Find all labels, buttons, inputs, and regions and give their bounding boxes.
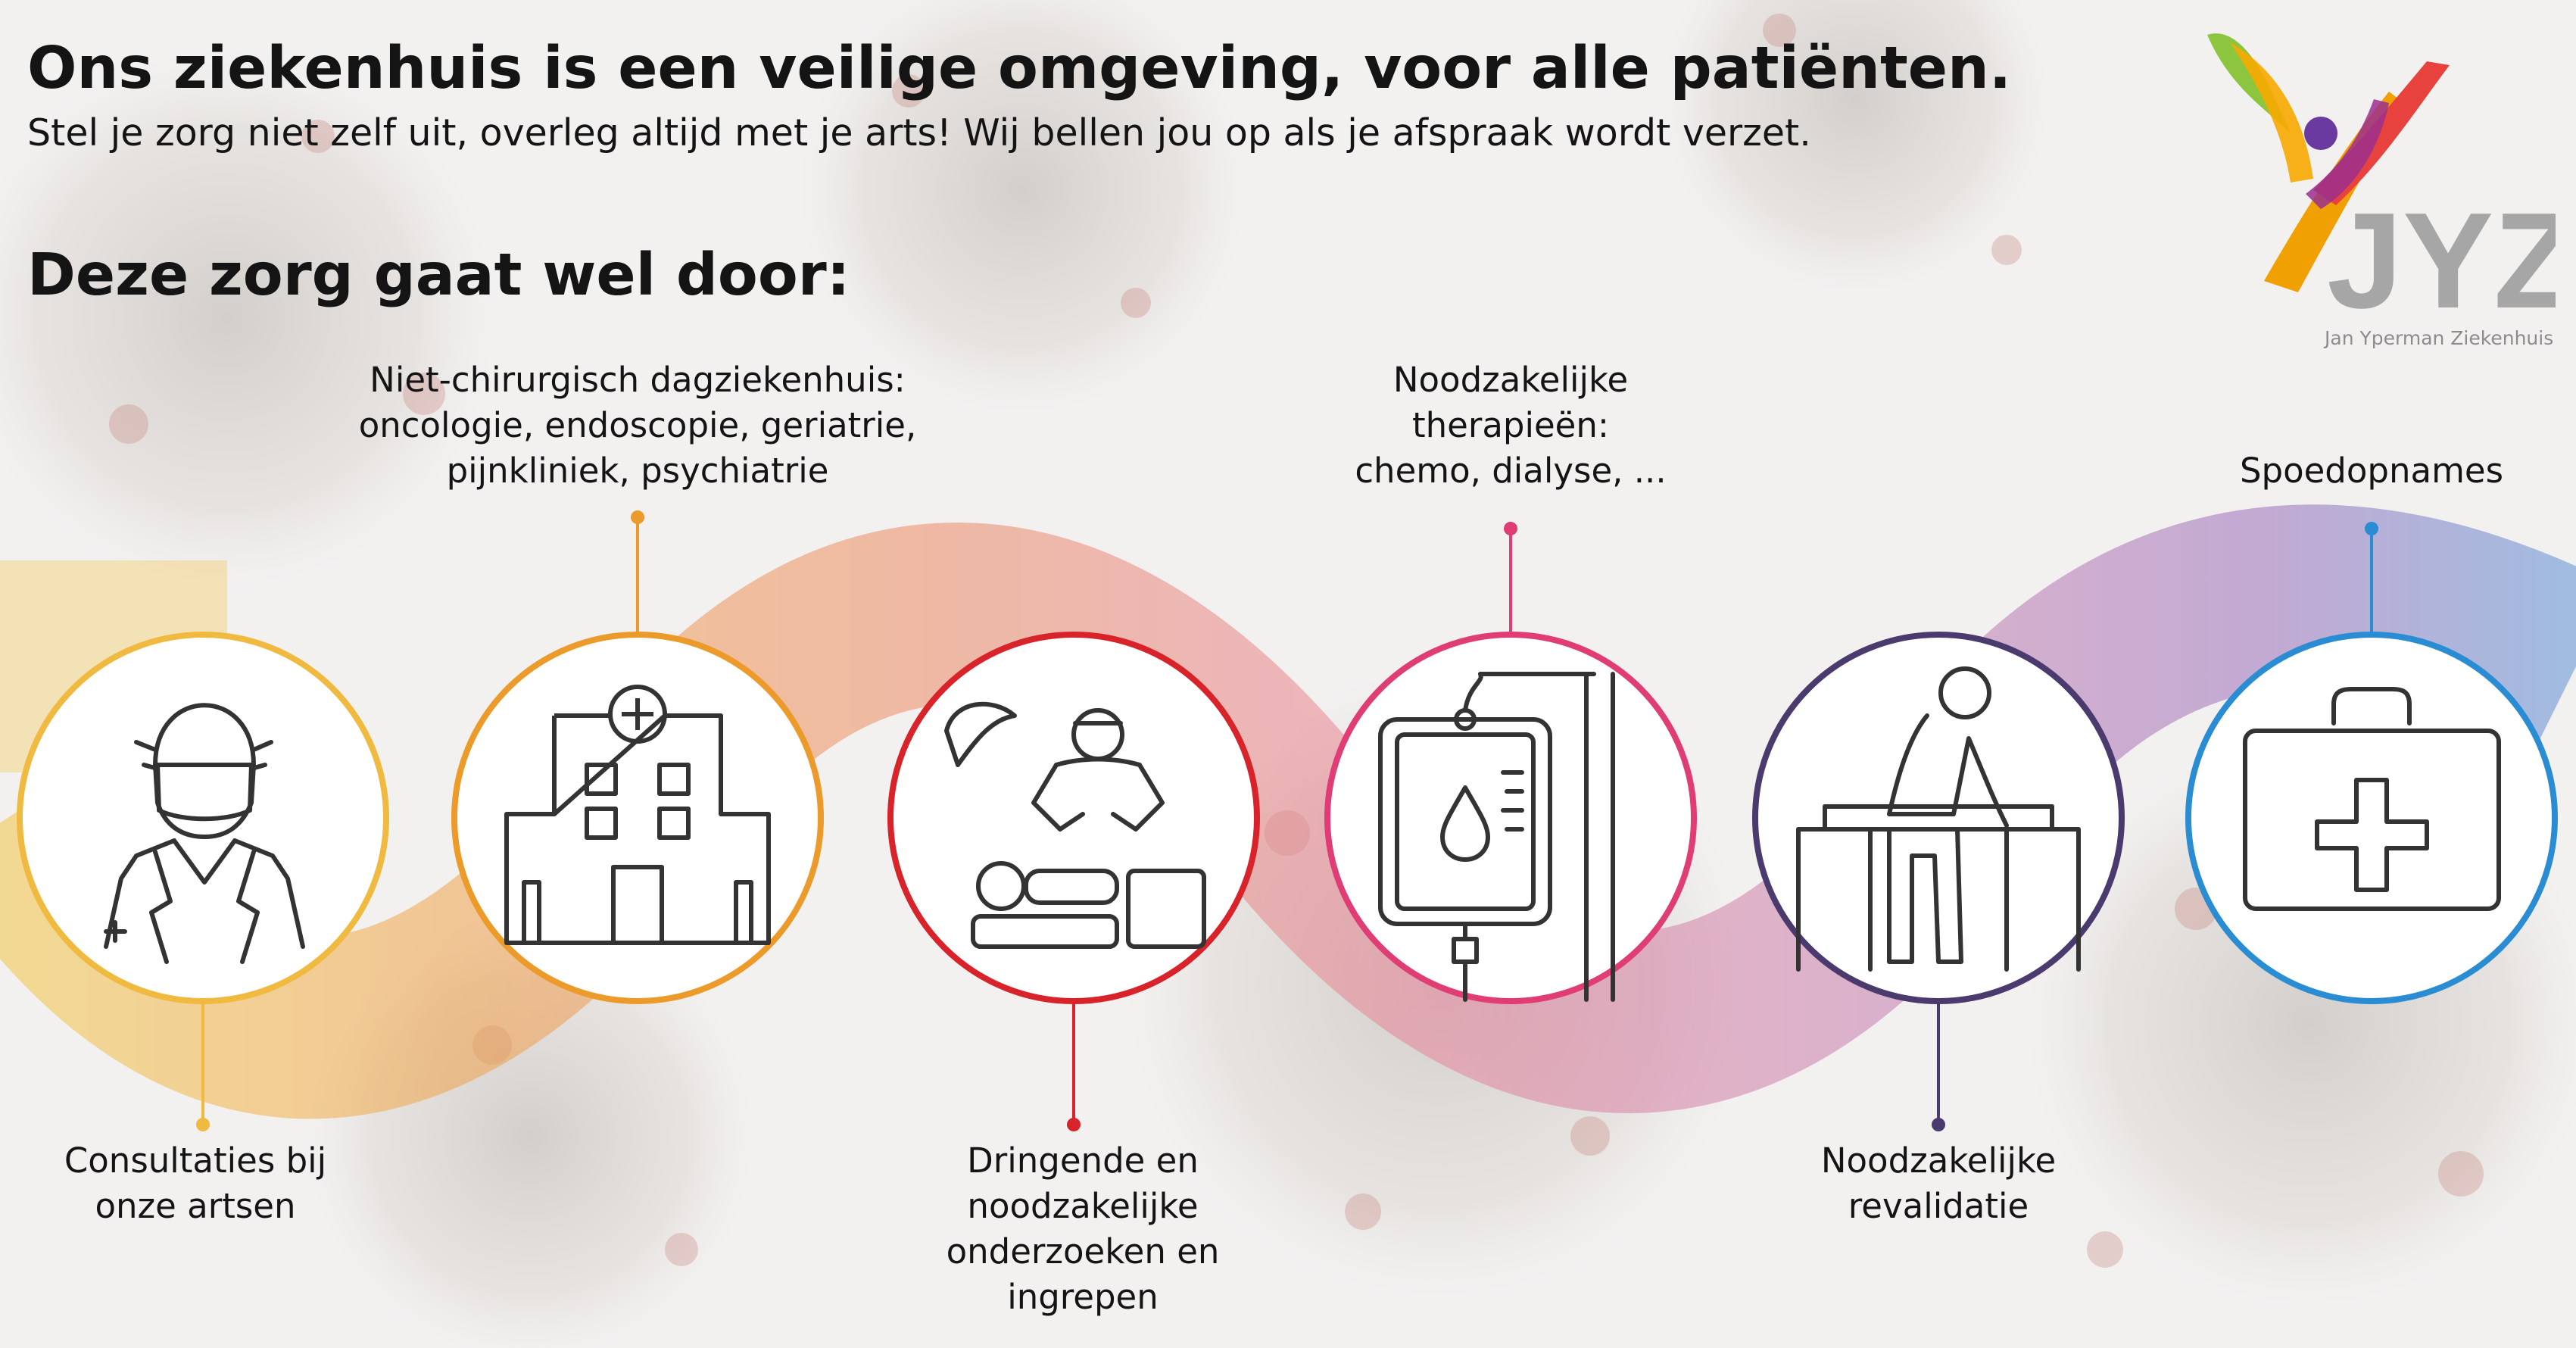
wave-ribbon [0, 504, 2576, 1119]
care-item-label: Niet-chirurgisch dagziekenhuis: oncologi… [358, 360, 917, 491]
masked-doctor-icon [104, 703, 305, 964]
section-heading: Deze zorg gaat wel door: [27, 242, 850, 309]
page-title: Ons ziekenhuis is een veilige omgeving, … [27, 35, 2012, 102]
care-item-label: Spoedopnames [2239, 451, 2504, 491]
rehabilitation-icon [1796, 666, 2081, 972]
care-item-label: Consultaties bij onze artsen [64, 1140, 327, 1226]
logo-letters: JYZ [2327, 185, 2556, 337]
logo-hospital-name: Jan Yperman Ziekenhuis [2325, 327, 2554, 349]
iv-drip-icon [1378, 672, 1615, 1002]
care-item-label: Dringende en noodzakelijke onderzoeken e… [946, 1140, 1220, 1317]
surgery-icon [944, 701, 1206, 949]
page-subtitle: Stel je zorg niet zelf uit, overleg alti… [27, 111, 1811, 154]
jyz-logo: JYZ [2207, 33, 2556, 337]
hospital-building-icon [504, 685, 771, 945]
care-item-label: Noodzakelijke therapieën: chemo, dialyse… [1355, 360, 1667, 491]
care-item-label: Noodzakelijke revalidatie [1820, 1140, 2057, 1226]
first-aid-kit-icon [2243, 687, 2501, 911]
